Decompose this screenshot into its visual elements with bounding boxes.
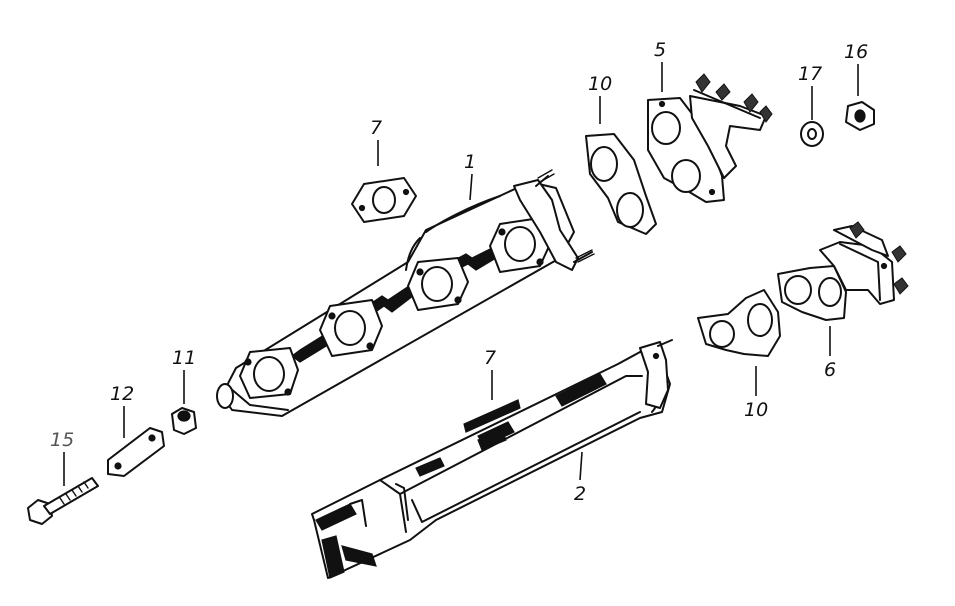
label-part-11: 11 [172, 347, 196, 369]
label-part-12: 12 [110, 383, 134, 405]
label-part-10-top: 10 [588, 73, 612, 95]
part-17-washer [800, 121, 824, 147]
part-7-strip-gasket [463, 399, 521, 451]
part-7-small-gasket [351, 177, 417, 223]
label-part-16: 16 [844, 41, 868, 63]
part-2-heat-shield [311, 339, 673, 579]
label-part-2: 2 [574, 483, 586, 505]
part-number-labels: 1 2 5 6 7 7 10 10 11 12 15 16 17 [50, 39, 868, 505]
label-part-10-bottom: 10 [744, 399, 768, 421]
part-12-strap [107, 427, 165, 477]
label-part-7-bottom: 7 [484, 347, 496, 369]
part-1-exhaust-manifold [216, 169, 595, 417]
part-5-front-pipe [647, 73, 773, 203]
part-16-nut [845, 101, 875, 131]
label-part-15: 15 [50, 429, 74, 451]
callout-lines [63, 62, 859, 486]
label-part-7-top: 7 [370, 117, 382, 139]
part-10-upper-gasket [585, 133, 657, 235]
part-15-bolt [27, 477, 99, 525]
label-part-5: 5 [654, 39, 666, 61]
part-6-rear-pipe [777, 221, 909, 321]
label-part-17: 17 [798, 63, 822, 85]
label-part-1: 1 [464, 151, 476, 173]
part-10-lower-gasket [697, 289, 781, 357]
part-11-spacer [171, 407, 197, 435]
label-part-6: 6 [824, 359, 836, 381]
